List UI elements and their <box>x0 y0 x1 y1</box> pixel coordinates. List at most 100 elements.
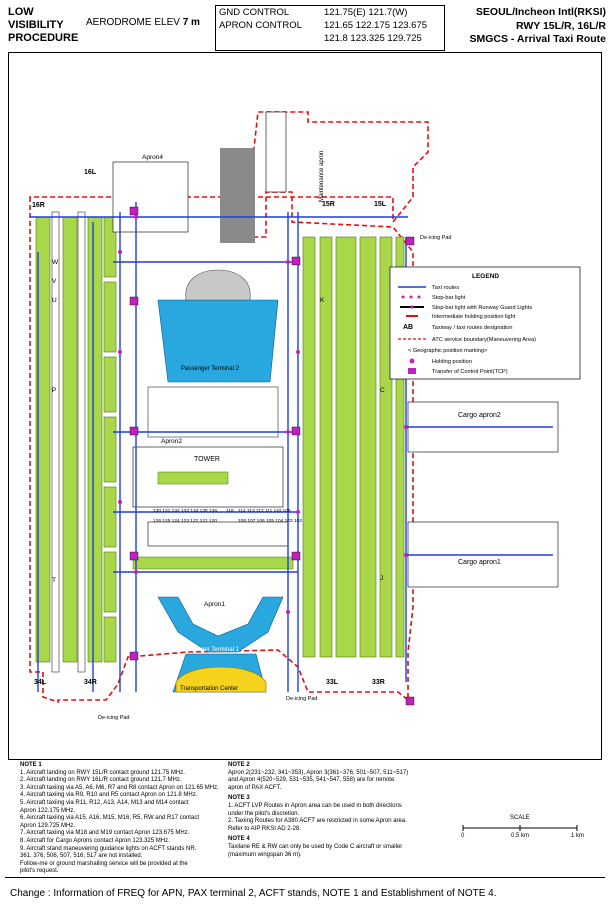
note4-line: (maximum wingspan 36 m). <box>228 851 302 858</box>
map-frame <box>8 52 602 760</box>
runway-label: 33L <box>326 679 339 686</box>
aerodrome-map: 16R 16L 15R 15L 34L 34R 33L 33R W V U P … <box>29 111 581 721</box>
scale-tick-0: 0 <box>461 833 465 839</box>
terminal1-label: Passenger Terminal 1 <box>181 647 240 653</box>
legend-item: < Geographic position marking> <box>408 348 487 354</box>
runway-label: 16R <box>32 202 45 209</box>
note1-line: 1. Aircraft landing on RWY 15L/R contact… <box>20 769 185 776</box>
note3-line: 1. ACFT LVP Routes in Apron area can be … <box>228 802 402 809</box>
procedure-title-line2: VISIBILITY <box>8 19 64 31</box>
note3-line: Refer to AIP RKSI AD 2-28. <box>228 825 301 832</box>
scale-graphic <box>462 825 578 831</box>
apron-control-values-1: 121.65 122.175 123.675 <box>324 20 428 31</box>
note3-line: 2. Taxiing Routes for A380 ACFT are rest… <box>228 818 407 825</box>
note1-line: 5. Aircraft taxiing via R11, R12, A13, A… <box>20 799 189 806</box>
note2-line: apron of PAX ACFT. <box>228 784 282 791</box>
legend-item: Taxiway / taxi routes designation <box>432 325 513 331</box>
procedure-title-line1: LOW <box>8 6 34 18</box>
note3-line: under the pilot's discretion. <box>228 810 300 817</box>
scale-title: SCALE <box>510 815 530 821</box>
apron1-label: Apron1 <box>204 601 225 608</box>
legend-title: LEGEND <box>472 273 499 280</box>
taxiway-letter: T <box>52 577 56 584</box>
deicing-pad-label: De-icing Pad <box>98 715 130 721</box>
stand-row: 108 107 106 105 104 103 102 <box>238 518 302 524</box>
west-grass-strips <box>35 216 117 663</box>
transportation-center <box>175 666 267 693</box>
runway-label: 15R <box>322 201 335 208</box>
runway-designation: RWY 15L/R, 16L/R <box>515 19 606 32</box>
maintenance-label: Maintenance apron <box>319 151 325 202</box>
legend-circle-icon <box>409 358 415 364</box>
terminal2-label: Passenger Terminal 2 <box>181 366 240 372</box>
taxiway-letter: W <box>52 259 59 266</box>
note1-line: Follow-me or ground marshalling service … <box>20 860 188 867</box>
area-labels: Apron4 Apron2 Apron1 Passenger Terminal … <box>98 151 501 721</box>
stand-row: 118 <box>226 508 234 514</box>
legend-item: Stop-bar light <box>432 295 466 301</box>
legend-item: Holding position <box>432 359 472 365</box>
legend-item: Transfer of Control Point(TCP) <box>432 369 508 375</box>
concourse-grass <box>157 471 229 485</box>
apron2-label: Apron2 <box>161 438 182 445</box>
cargo1-label: Cargo apron1 <box>458 559 501 566</box>
chart-type: SMGCS - Arrival Taxi Route <box>469 33 606 45</box>
gnd-control-label: GND CONTROL <box>219 7 290 18</box>
note1-line: 7. Aircraft taxiing via M18 and M19 cont… <box>20 830 190 837</box>
terminal-2-roof <box>185 269 251 301</box>
scale-tick-end: 1 km <box>571 833 585 839</box>
apron-control-label: APRON CONTROL <box>219 20 302 31</box>
stand-row: 126 125 124 123 122 121 120 <box>153 518 217 524</box>
atc-service-boundary <box>29 111 429 704</box>
note2-title: NOTE 2 <box>228 762 250 768</box>
tcp-markers <box>129 206 415 706</box>
note1-line: 6. Aircraft taxiing via A15, A16, M15, M… <box>20 815 199 822</box>
legend-item: Intermediate holding position light <box>432 314 516 320</box>
change-notice: Change : Information of FREQ for APN, PA… <box>10 888 497 899</box>
aerodrome-elevation: AERODROME ELEV 7 m <box>86 17 200 28</box>
legend-dots-icon <box>401 295 421 299</box>
taxiway-letter: J <box>380 575 383 582</box>
footer-rule <box>5 877 605 878</box>
runway-labels: 16R 16L 15R 15L 34L 34R 33L 33R <box>32 169 387 686</box>
runway-label: 16L <box>84 169 97 176</box>
elevation-label: AERODROME ELEV <box>86 17 180 28</box>
note4-line: Taxilane RE & RW can only be used by Cod… <box>228 843 403 850</box>
tower-label: TOWER <box>194 456 220 463</box>
note1-line: Apron 129.725 MHz. <box>20 822 76 829</box>
apron4-label: Apron4 <box>142 154 163 161</box>
note1-line: 3. Aircraft taxiing via A5, A6, M6, R7 a… <box>20 784 219 791</box>
procedure-title-line3: PROCEDURE <box>8 32 79 44</box>
taxiway-letter: V <box>52 278 57 285</box>
maintenance-apron <box>265 111 287 193</box>
note1-line: Apron 122.175 MHz. <box>20 807 76 814</box>
runway-label: 34L <box>34 679 47 686</box>
legend-items: Taxi routes Stop-bar light Stop-bar ligh… <box>398 285 536 375</box>
scale-tick-mid: 0.5 km <box>511 833 530 839</box>
runway-label: 34R <box>84 679 97 686</box>
deicing-pad-label: De-icing Pad <box>420 235 452 241</box>
note1-line: 4. Aircraft taxiing via R9, R10 and R5 c… <box>20 792 198 799</box>
note2-line: and Apron 4(520~529, 531~535, 541~547, 5… <box>228 777 395 784</box>
chart-title: SEOUL/Incheon Intl(RKSI) RWY 15L/R, 16L/… <box>469 6 606 47</box>
gnd-control-values: 121.75(E) 121.7(W) <box>324 7 408 18</box>
taxiway-letter: C <box>380 387 385 394</box>
taxiway-letter: P <box>52 387 56 394</box>
cargo2-label: Cargo apron2 <box>458 412 501 419</box>
legend-item: Stop-bar light with Runway Guard Lights <box>432 305 532 311</box>
note1-title: NOTE 1 <box>20 762 42 768</box>
taxiway-letter: U <box>52 297 57 304</box>
elevation-value: 7 m <box>182 17 200 28</box>
note4-title: NOTE 4 <box>228 836 250 843</box>
note3-title: NOTE 3 <box>228 795 250 802</box>
note1-line: pilot's request. <box>20 868 59 875</box>
note1: NOTE 1 1. Aircraft landing on RWY 15L/R … <box>20 762 225 876</box>
legend-ab-icon: AB <box>403 324 413 331</box>
note2-line: Apron 2(231~232, 341~353), Apron 3(361~3… <box>228 769 409 776</box>
runway-label: 15L <box>374 201 387 208</box>
east-grass-strips <box>302 236 405 658</box>
scale-bar: SCALE 0 0.5 km 1 km <box>450 815 590 845</box>
maintenance-hangar <box>220 148 255 243</box>
transportation-label: Transportation Center <box>180 686 238 692</box>
frequency-box: GND CONTROL 121.75(E) 121.7(W) APRON CONT… <box>215 5 445 51</box>
